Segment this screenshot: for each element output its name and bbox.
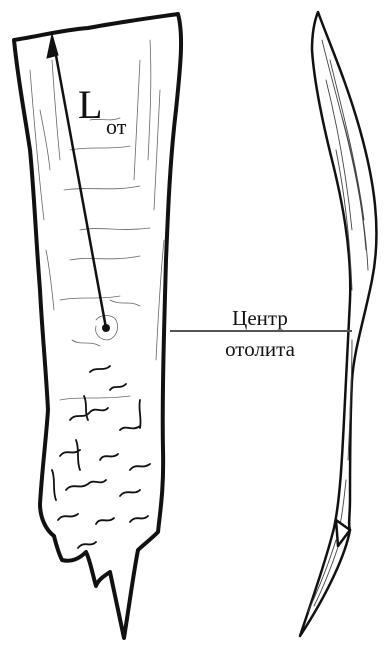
center-label-line1: Центр [232, 306, 288, 330]
length-label-subscript: от [106, 114, 127, 139]
otolith-flat-view: L от [14, 14, 181, 638]
length-label: L [78, 82, 102, 127]
center-marker: Центр отолита [170, 306, 352, 361]
otolith-side-view [300, 12, 376, 636]
center-label-line2: отолита [225, 337, 295, 361]
